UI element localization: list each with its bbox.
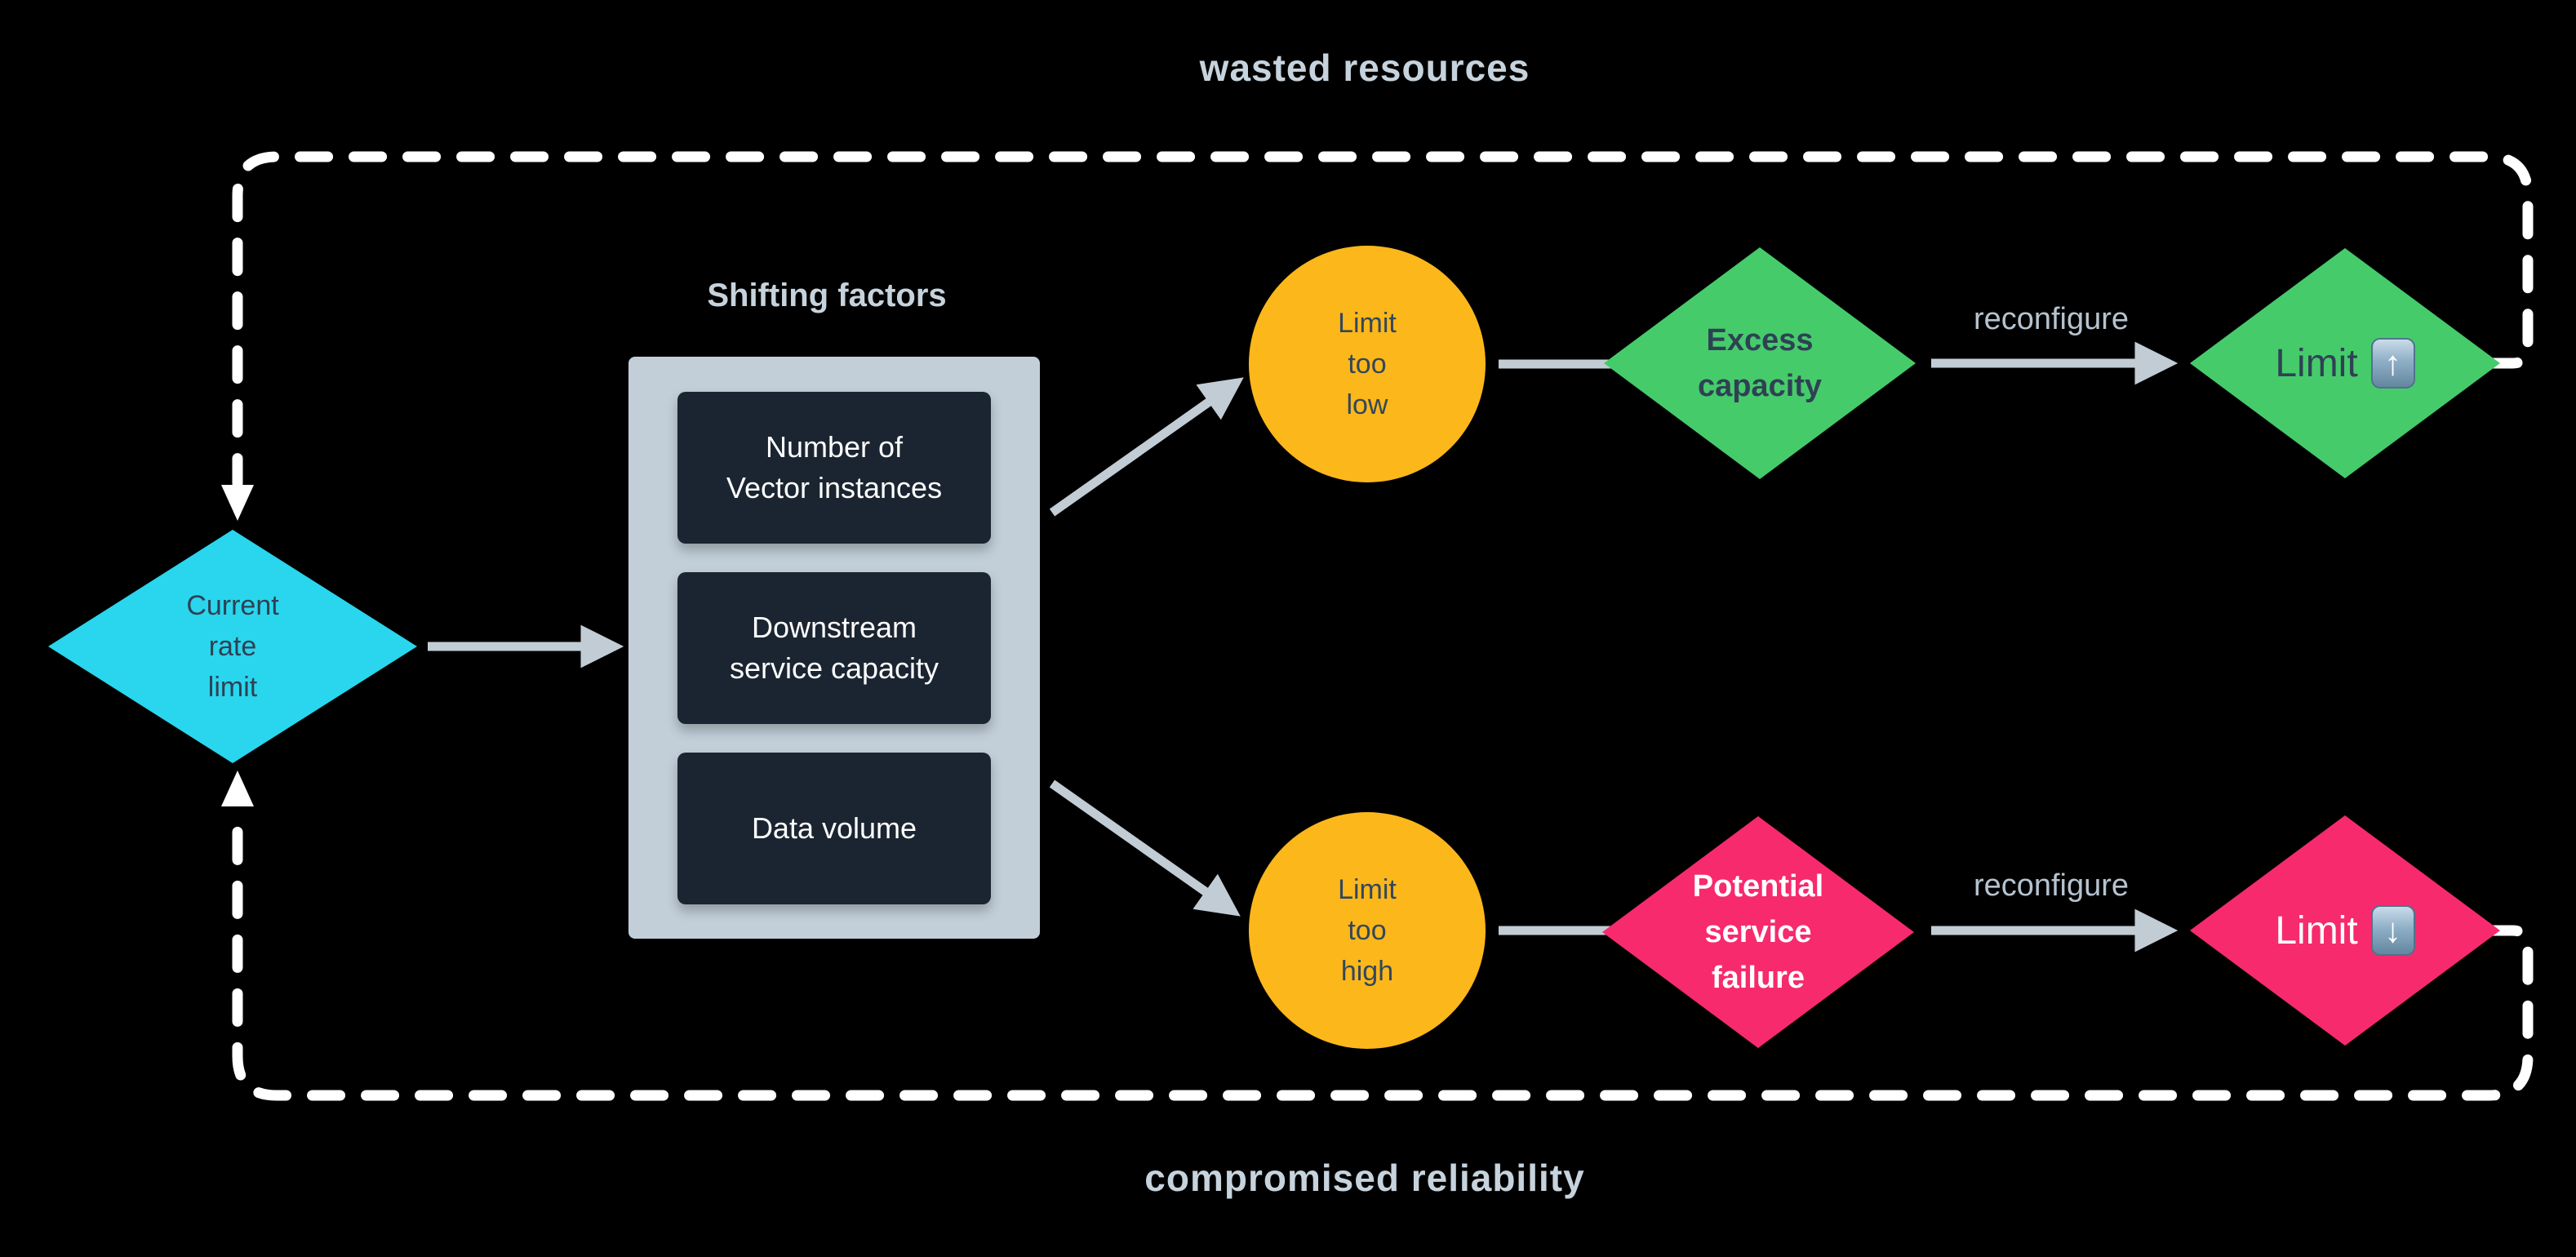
down-arrow-button-icon: ↓	[2370, 905, 2415, 956]
reconfigure-label-top: reconfigure	[1973, 302, 2130, 336]
current-rate-limit-label: Current rate limit	[186, 590, 279, 703]
up-arrow-button-icon: ↑	[2370, 338, 2415, 389]
limit-too-low-node: Limit too low	[1249, 246, 1486, 482]
arrow-factors-to-limit-too-low	[1049, 377, 1244, 517]
wasted-resources-loop-path	[232, 151, 2534, 489]
factor-number-of-vector-instances: Number of Vector instances	[677, 392, 991, 544]
limit-too-high-node: Limit too high	[1249, 812, 1486, 1049]
wasted-resources-caption: wasted resources	[1199, 47, 1530, 89]
potential-service-failure-label: Potential service failure	[1692, 869, 1824, 995]
arrow-factors-to-limit-too-high	[1049, 780, 1241, 917]
reliability-loop-arrowhead-icon	[221, 771, 254, 806]
compromised-reliability-caption: compromised reliability	[1144, 1157, 1585, 1199]
shifting-factors-title: Shifting factors	[707, 278, 947, 313]
excess-capacity-label: Excess capacity	[1697, 323, 1823, 403]
factor-downstream-service-capacity: Downstream service capacity	[677, 572, 991, 724]
reconfigure-label-bottom: reconfigure	[1973, 868, 2130, 903]
wasted-loop-arrowhead-icon	[221, 485, 254, 521]
limit-down-label: Limit	[2275, 908, 2358, 953]
limit-up-label: Limit	[2275, 341, 2358, 385]
factor-data-volume: Data volume	[677, 753, 991, 904]
shifting-factors-panel: Number of Vector instances Downstream se…	[628, 357, 1040, 939]
